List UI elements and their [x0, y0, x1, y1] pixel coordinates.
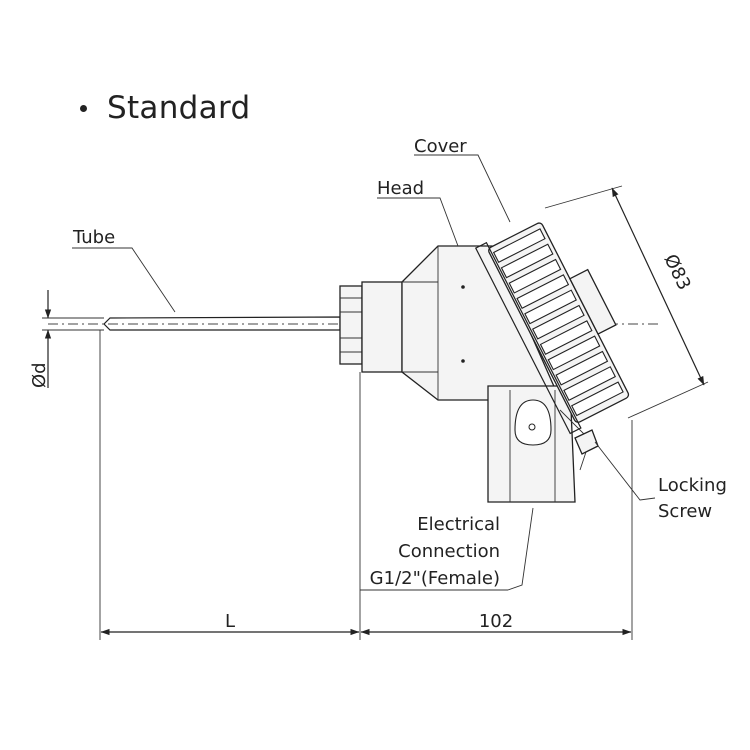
electrical-label-line2: Connection: [398, 541, 500, 562]
cover-rib: [516, 274, 570, 310]
hex-nut: [339, 281, 403, 373]
cover-diameter-dimension: [544, 185, 709, 419]
cover-label: Cover: [414, 136, 467, 157]
head: [401, 245, 561, 401]
page-title: Standard: [107, 90, 251, 126]
locking-label-line1: Locking: [658, 475, 727, 496]
tube-diameter-dimension: [42, 290, 104, 388]
electrical-label-line3: G1/2"(Female): [370, 568, 500, 589]
cover-rib: [539, 320, 593, 355]
cover: [474, 222, 630, 435]
tube-diameter-label: Ød: [29, 362, 50, 388]
leader-lines: [72, 154, 656, 591]
locking-label-line2: Screw: [658, 501, 712, 522]
length-l-label: L: [225, 611, 235, 632]
title-block: Standard: [80, 90, 250, 126]
cover-rib: [508, 258, 562, 294]
cover-rib: [531, 304, 585, 340]
electrical-label-line1: Electrical: [417, 514, 500, 535]
bullet-icon: [80, 104, 87, 112]
cover-rib: [492, 228, 546, 264]
head-label: Head: [377, 178, 424, 199]
cover-diameter-label: Ø83: [660, 251, 695, 294]
cover-rib: [555, 350, 609, 386]
locking-screw: [574, 429, 599, 455]
cover-rib: [524, 289, 577, 325]
cover-rib: [547, 335, 601, 371]
electrical-connection-port: [487, 385, 591, 503]
length-dimensions: [99, 330, 633, 640]
cover-rib: [500, 243, 554, 279]
cover-rib: [571, 381, 624, 417]
length-102-label: 102: [479, 611, 513, 632]
tube-label: Tube: [72, 227, 115, 248]
